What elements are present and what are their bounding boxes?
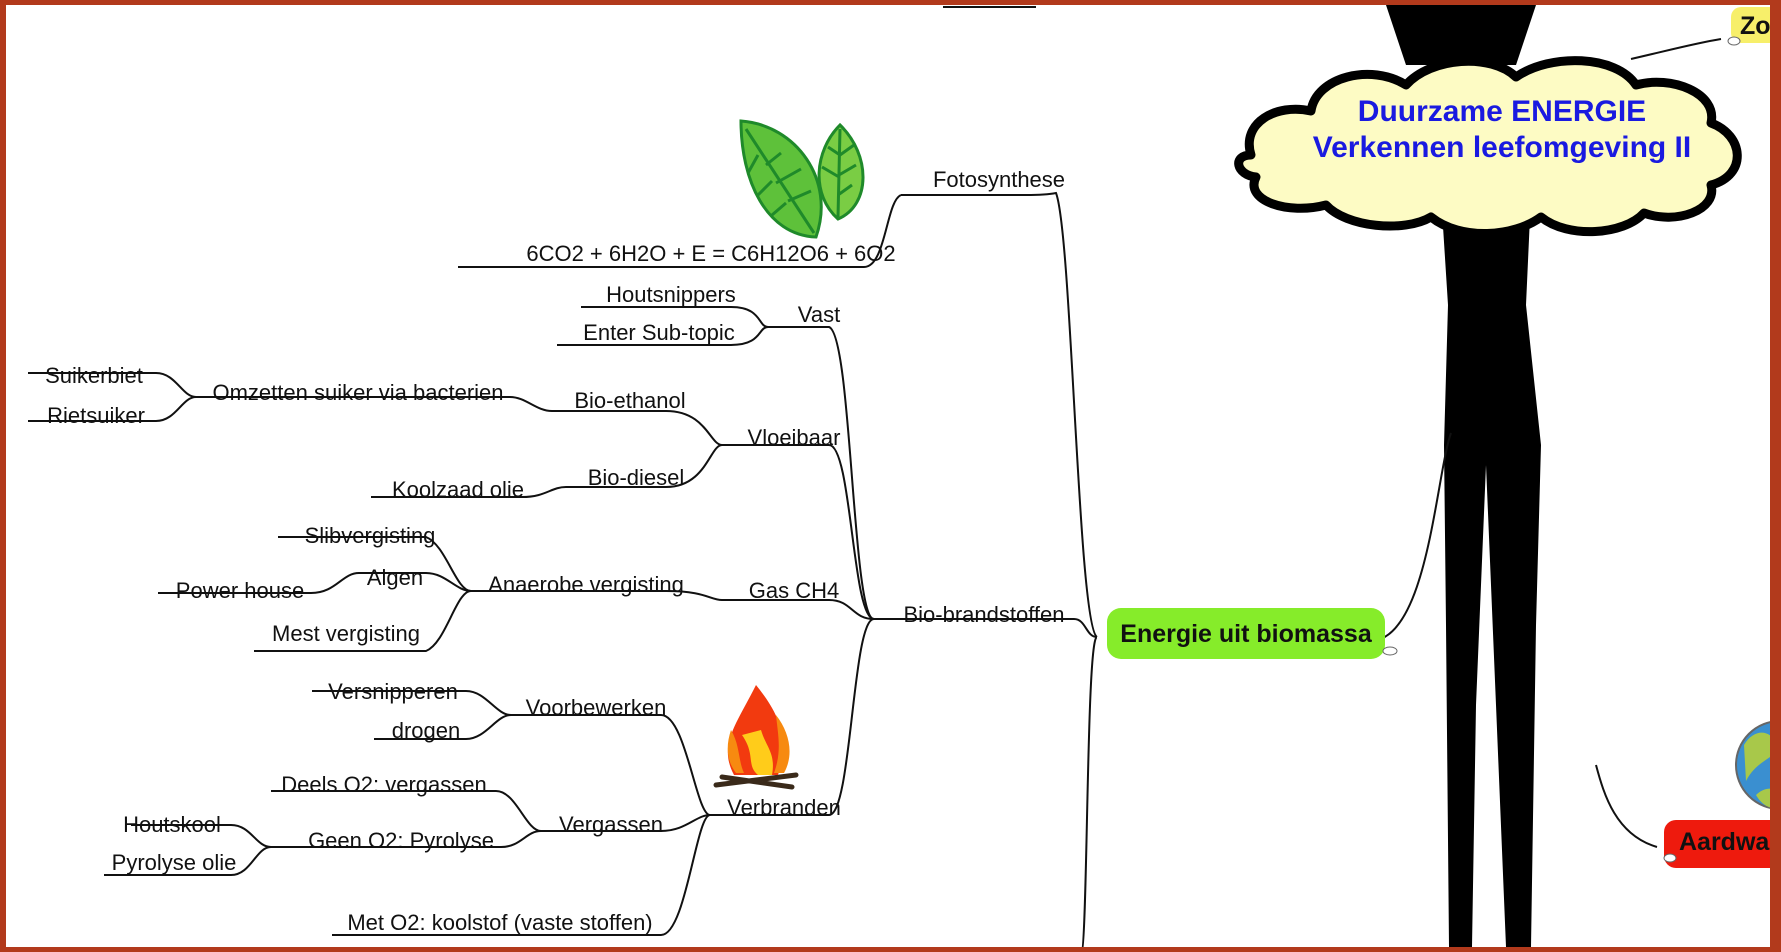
node-formula[interactable]: 6CO2 + 6H2O + E = C6H12O6 + 6O2 — [526, 241, 895, 266]
node-houtsnippers[interactable]: Houtsnippers — [606, 282, 736, 307]
main-topic-label: Energie uit biomassa — [1120, 620, 1373, 648]
side-topic-bottom-label: Aardwa — [1679, 828, 1770, 856]
node-houtskool[interactable]: Houtskool — [123, 812, 221, 837]
node-koolzaad-olie[interactable]: Koolzaad olie — [392, 477, 524, 502]
branch-labels: Fotosynthese 6CO2 + 6H2O + E = C6H12O6 +… — [45, 167, 1065, 935]
node-bio-diesel[interactable]: Bio-diesel — [588, 465, 685, 490]
connector-lines — [28, 38, 1722, 947]
node-bio-brandstoffen[interactable]: Bio-brandstoffen — [903, 602, 1064, 627]
tree-trunk — [1386, 5, 1541, 947]
globe-icon — [1735, 721, 1770, 809]
main-topic-biomassa[interactable]: Energie uit biomassa — [1107, 608, 1398, 659]
node-fotosynthese[interactable]: Fotosynthese — [933, 167, 1065, 192]
main-topic-bg — [1107, 608, 1385, 659]
collapse-handle-icon[interactable] — [1727, 36, 1741, 46]
leaves-icon — [739, 119, 865, 239]
node-met-o2[interactable]: Met O2: koolstof (vaste stoffen) — [347, 910, 652, 935]
mind-map-canvas: Duurzame ENERGIE Verkennen leefomgeving … — [6, 5, 1770, 947]
node-versnipperen[interactable]: Versnipperen — [328, 679, 458, 704]
central-cloud-shape — [1234, 56, 1742, 238]
mind-map-svg: Duurzame ENERGIE Verkennen leefomgeving … — [28, 5, 1770, 947]
central-title-line2: Verkennen leefomgeving II — [1313, 131, 1691, 164]
node-power-house[interactable]: Power house — [176, 578, 304, 603]
node-omzetten-suiker[interactable]: Omzetten suiker via bacterien — [212, 380, 503, 405]
node-deels-o2[interactable]: Deels O2: vergassen — [281, 772, 486, 797]
node-vloeibaar[interactable]: Vloeibaar — [748, 425, 841, 450]
node-enter-sub-topic[interactable]: Enter Sub-topic — [583, 320, 735, 345]
node-vast[interactable]: Vast — [798, 302, 840, 327]
node-pyrolyse-olie[interactable]: Pyrolyse olie — [112, 850, 237, 875]
central-title-line1: Duurzame ENERGIE — [1358, 95, 1646, 128]
collapse-handle-icon[interactable] — [1663, 853, 1677, 863]
side-topic-top[interactable]: Zo — [1727, 7, 1770, 46]
node-verbranden[interactable]: Verbranden — [727, 795, 841, 820]
central-topic[interactable]: Duurzame ENERGIE Verkennen leefomgeving … — [1234, 56, 1742, 238]
node-slibvergisting[interactable]: Slibvergisting — [305, 523, 436, 548]
node-drogen[interactable]: drogen — [392, 718, 461, 743]
node-gas-ch4[interactable]: Gas CH4 — [749, 578, 839, 603]
node-geen-o2[interactable]: Geen O2: Pyrolyse — [308, 828, 494, 853]
campfire-icon — [713, 685, 799, 790]
side-topic-top-label: Zo — [1740, 12, 1770, 40]
node-anaerobe-vergisting[interactable]: Anaerobe vergisting — [488, 572, 684, 597]
collapse-handle-icon[interactable] — [1382, 646, 1398, 656]
node-suikerbiet[interactable]: Suikerbiet — [45, 363, 143, 388]
node-vergassen[interactable]: Vergassen — [559, 812, 663, 837]
node-bio-ethanol[interactable]: Bio-ethanol — [574, 388, 685, 413]
node-rietsuiker[interactable]: Rietsuiker — [47, 403, 145, 428]
side-topic-bottom[interactable]: Aardwa — [1663, 820, 1770, 868]
side-topic-bottom-bg — [1664, 820, 1770, 868]
node-voorbewerken[interactable]: Voorbewerken — [526, 695, 667, 720]
side-topic-top-bg — [1731, 7, 1770, 43]
node-algen[interactable]: Algen — [367, 565, 423, 590]
node-mest-vergisting[interactable]: Mest vergisting — [272, 621, 420, 646]
